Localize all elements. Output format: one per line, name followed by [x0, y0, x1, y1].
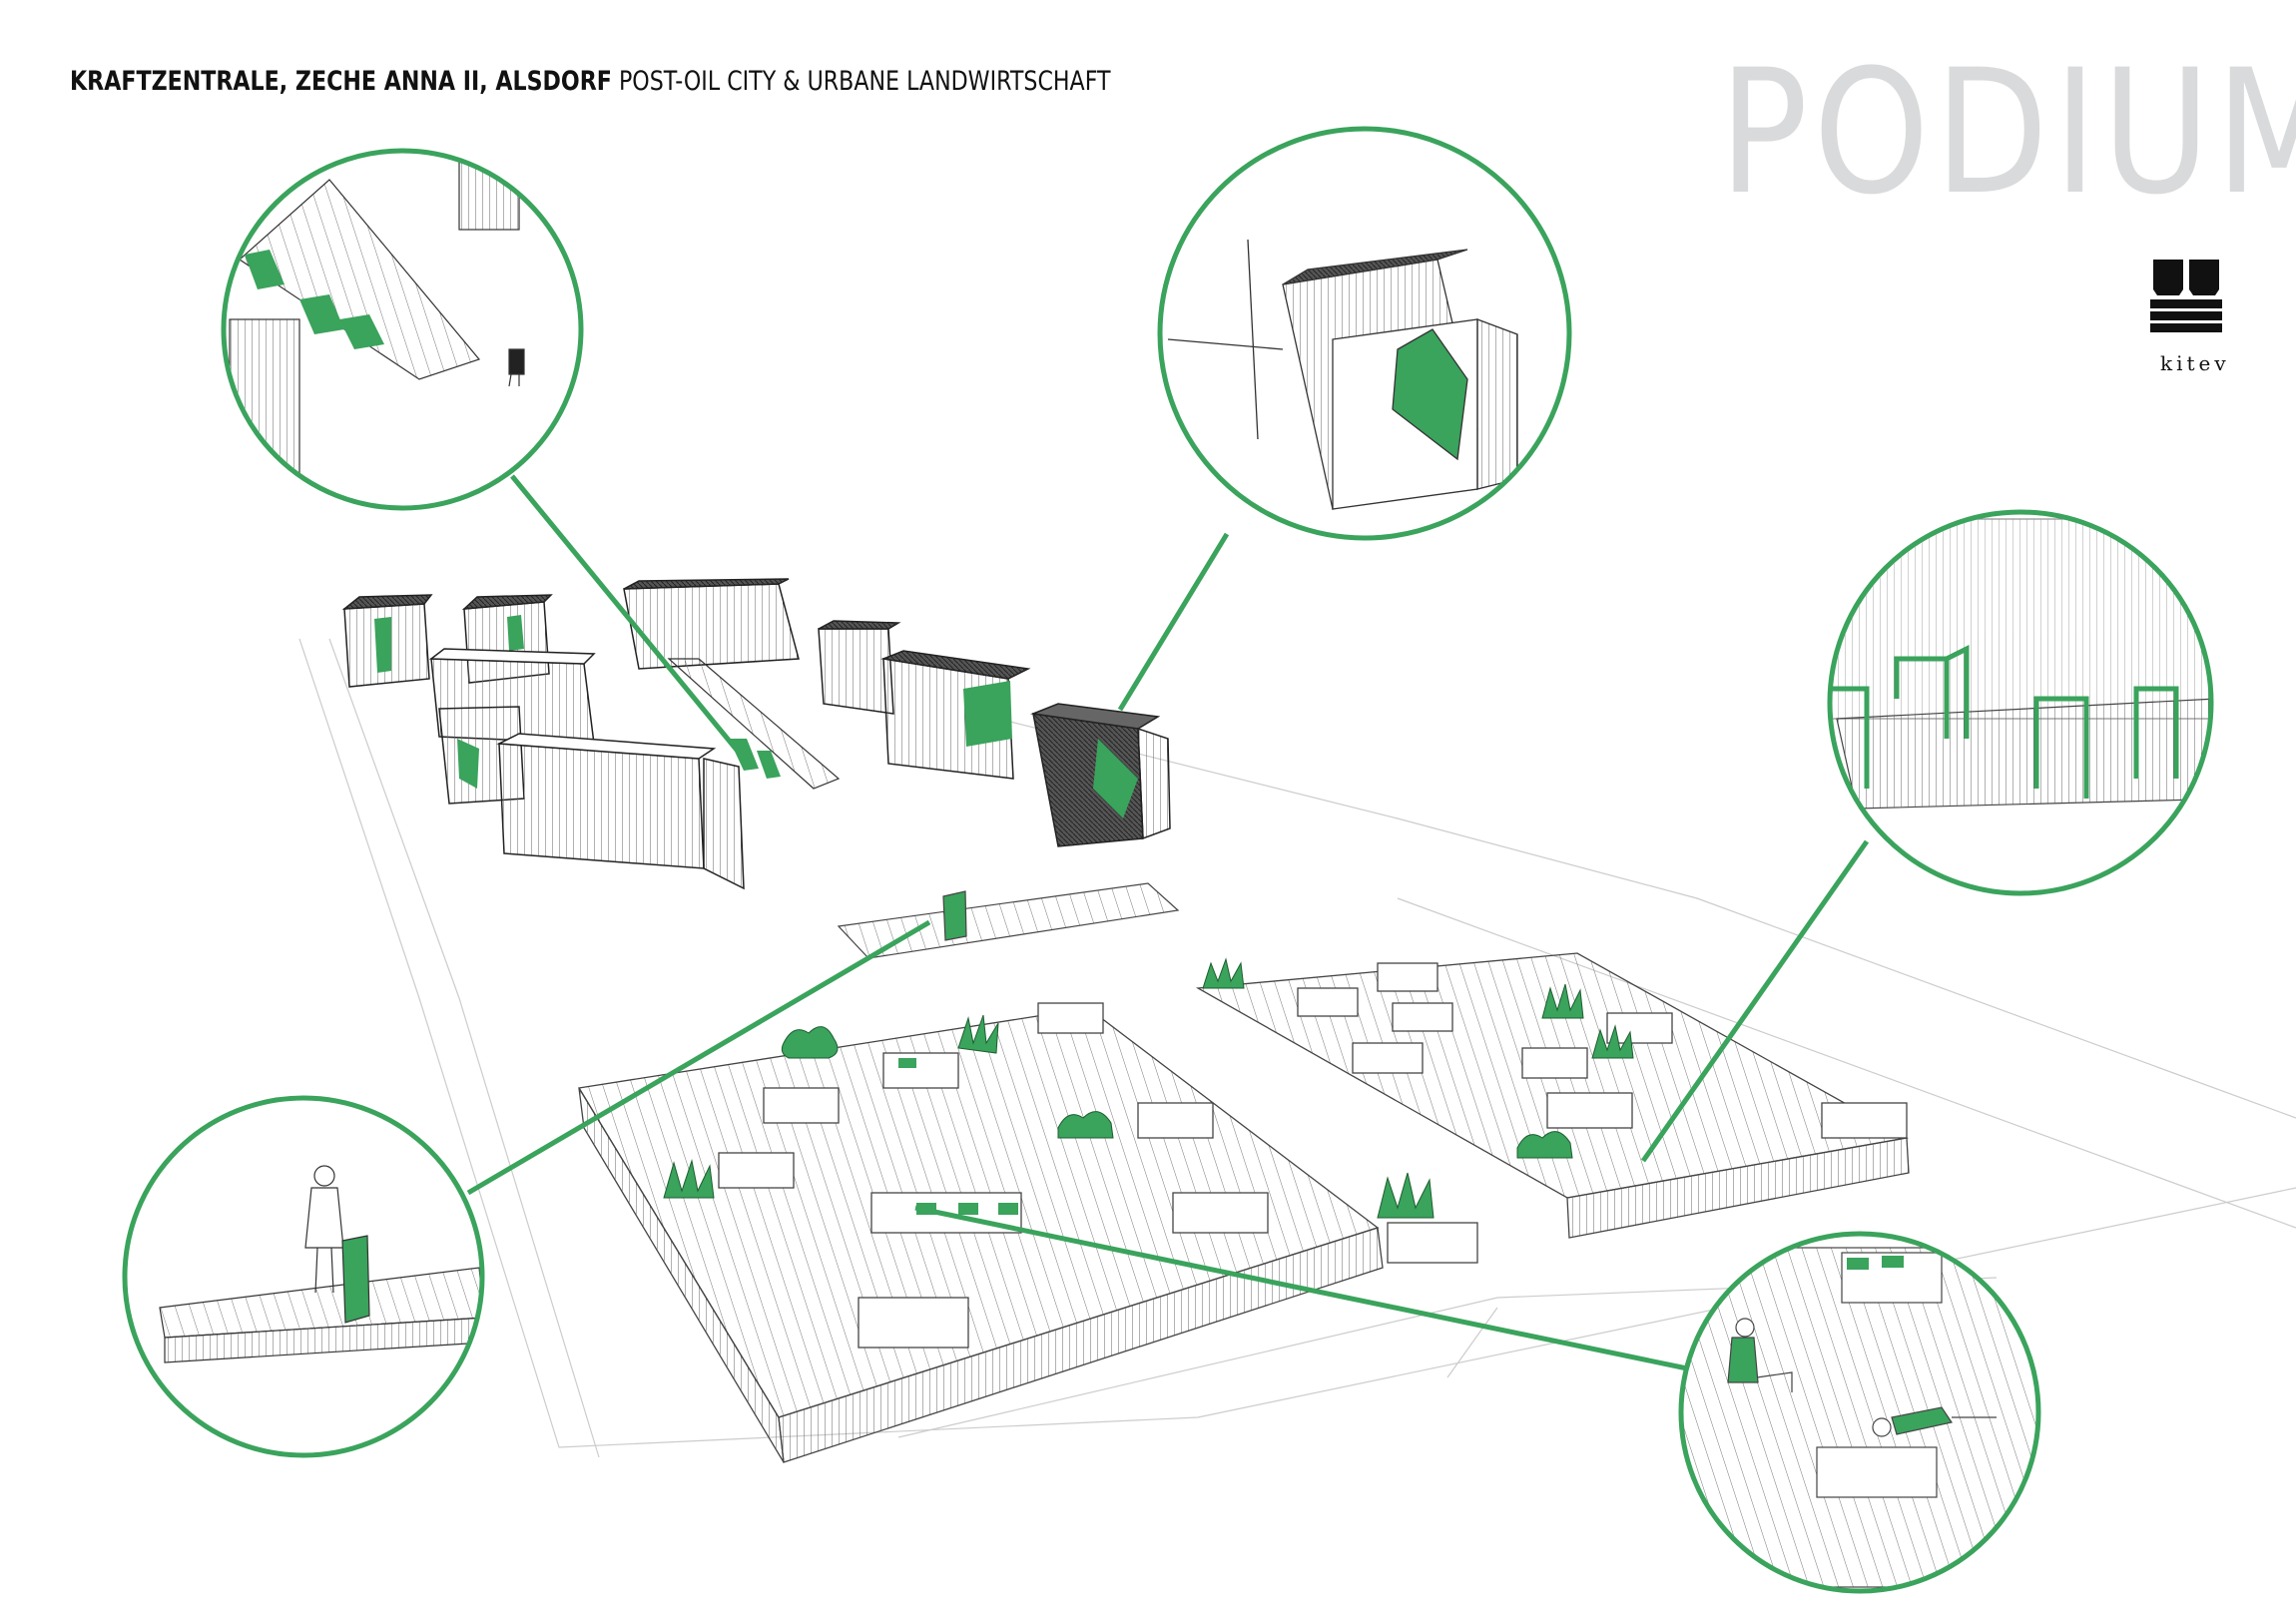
big-title: PODIUM: [1719, 32, 2296, 233]
container: [341, 594, 433, 688]
callout-leaders: [466, 474, 1870, 1371]
container: [880, 650, 1031, 780]
pallet-field-left: [577, 1002, 1478, 1463]
page-title: KRAFTZENTRALE, ZECHE ANNA II, ALSDORF PO…: [70, 66, 1111, 97]
pallet-field-right: [1195, 952, 1910, 1239]
container: [1030, 703, 1171, 847]
callout-lectern: [122, 1095, 485, 1458]
small-stage-platform: [837, 882, 1180, 959]
title-subject: POST-OIL CITY & URBANE LANDWIRTSCHAFT: [618, 66, 1111, 97]
kitev-logo-icon: [2150, 260, 2222, 332]
planter-boxes: [718, 1002, 1478, 1349]
title-location: KRAFTZENTRALE, ZECHE ANNA II, ALSDORF: [70, 66, 612, 97]
callout-table-chairs: [1827, 509, 2214, 896]
shipping-containers: [341, 578, 1171, 890]
callout-bench-seating: [221, 148, 584, 511]
callout-container-interior: [1157, 126, 1572, 541]
callout-lounging: [1678, 1231, 2041, 1594]
container: [496, 733, 745, 890]
logo-text: kitev: [2160, 351, 2230, 375]
plants: [663, 1014, 1435, 1219]
container: [623, 578, 800, 670]
